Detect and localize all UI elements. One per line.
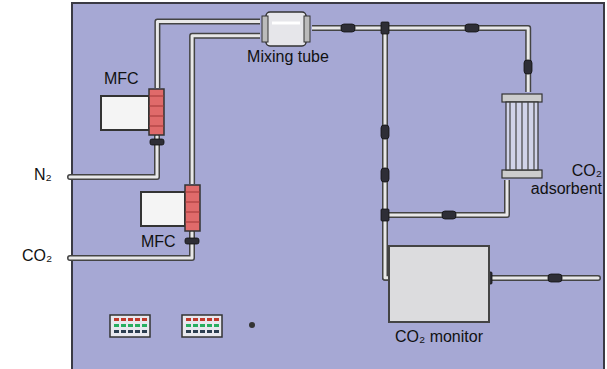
component-label: MFC <box>104 70 139 88</box>
gas-pipe <box>157 21 260 88</box>
gas-inlet-label: CO₂ <box>22 247 52 265</box>
gas-pipe <box>312 28 528 92</box>
mfc-outline <box>100 88 166 136</box>
mixing-tube: Mixing tube <box>260 10 312 48</box>
co2-monitor: CO₂ monitor <box>388 245 490 323</box>
label-slot: CO₂ monitor <box>372 328 506 346</box>
adsorbent-outline <box>500 92 544 180</box>
control-panel <box>110 315 255 337</box>
label-slot: CO₂ <box>22 247 52 265</box>
mfc-unit: MFC <box>100 88 166 136</box>
mfc-unit: MFC <box>140 184 202 232</box>
label-slot: MFC <box>104 70 164 88</box>
component-label: Mixing tube <box>247 48 329 66</box>
component-label: CO₂ monitor <box>395 328 483 346</box>
label-slot: Mixing tube <box>226 48 350 66</box>
gas-pipe <box>312 28 388 278</box>
label-slot: N₂ <box>34 166 52 184</box>
monitor-outline <box>388 245 490 323</box>
label-slot: MFC <box>141 233 201 251</box>
label-slot: CO₂ adsorbent <box>506 162 602 199</box>
component-label: MFC <box>141 233 176 251</box>
component-label: CO₂ adsorbent <box>506 162 602 199</box>
tube-outline <box>260 10 312 48</box>
co2-adsorbent-column: CO₂ adsorbent <box>500 92 544 180</box>
gas-inlet-label: N₂ <box>34 166 52 184</box>
mfc-outline <box>140 184 202 232</box>
